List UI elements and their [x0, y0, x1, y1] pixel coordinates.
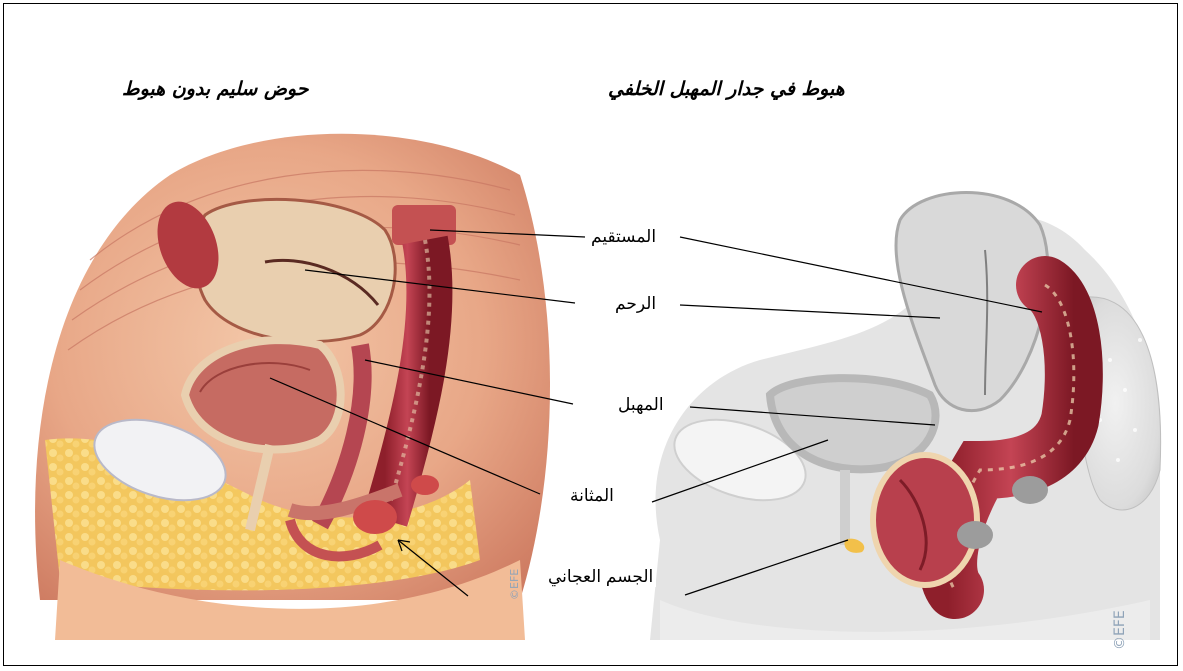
label-uterus: الرحم — [612, 294, 659, 314]
title-posterior-prolapse: هبوط في جدار المهبل الخلفي — [608, 78, 845, 100]
watermark-left: ©EFE — [508, 569, 521, 600]
leader-uterus-right — [680, 305, 940, 318]
label-vagina: المهبل — [615, 395, 667, 415]
watermark-right: ©EFE — [1112, 610, 1128, 650]
label-rectum: المستقيم — [588, 227, 659, 247]
normal-pelvis-illustration — [35, 134, 550, 640]
title-normal-pelvis: حوض سليم بدون هبوط — [122, 78, 309, 100]
label-perineal-body: الجسم العجاني — [545, 567, 656, 587]
prolapse-pelvis-illustration — [650, 193, 1161, 641]
label-bladder: المثانة — [567, 486, 617, 506]
